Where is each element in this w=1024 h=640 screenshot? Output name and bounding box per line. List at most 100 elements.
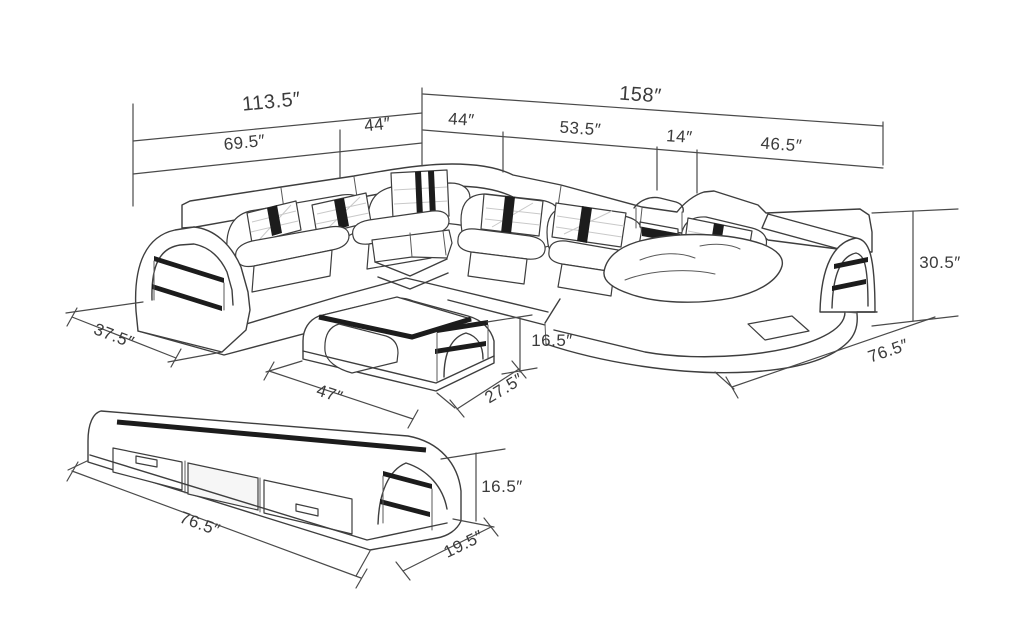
sofa-right-arm	[761, 213, 876, 313]
dim-line-right-depth	[731, 316, 936, 388]
dim-coffee-height: 16.5″	[531, 331, 573, 350]
tick	[511, 360, 527, 379]
tick	[66, 461, 79, 482]
dim-tv-height: 16.5″	[481, 477, 523, 496]
pillow-stripe	[577, 206, 592, 243]
tv-shelf-2	[380, 499, 430, 517]
chaise-platform	[544, 298, 878, 374]
dim-sofa-left-seg-0: 69.5″	[223, 131, 266, 154]
corner-front-lower	[377, 272, 449, 290]
ext-coffee-length-a	[265, 360, 303, 373]
corner-seat-seam	[409, 230, 447, 258]
dim-line-tv-depth	[402, 526, 492, 572]
tick	[66, 307, 78, 327]
dim-line-right-total	[422, 93, 884, 127]
ext-left-depth-b	[167, 351, 223, 363]
right-arm-shelf-2	[832, 279, 866, 291]
dim-sofa-right-total: 158″	[618, 83, 662, 108]
pillow-stripe	[428, 171, 436, 217]
tv-drawer-1	[112, 447, 183, 491]
seat-front-right-1	[467, 251, 528, 285]
ext-tv-length-b	[355, 550, 371, 577]
tv-inner-arch	[377, 462, 448, 525]
tick	[263, 361, 275, 381]
dim-line-left-total	[132, 112, 423, 142]
sectional-sofa	[134, 163, 878, 374]
apron-right	[447, 287, 549, 326]
tick	[449, 399, 465, 418]
tv-stand-top-edge	[116, 419, 427, 453]
dim-sofa-right-seg-1: 53.5″	[559, 118, 602, 140]
pillow-stripe	[501, 196, 515, 234]
ext-tv-length-a	[67, 460, 88, 471]
coffee-table-shelf-frame	[436, 324, 489, 382]
left-arm-shelf-frame	[153, 260, 225, 311]
drawer-handle	[135, 455, 158, 468]
dim-line-right-segments	[422, 129, 884, 169]
pillow-corner	[390, 169, 450, 220]
left-arm-shelf-1	[154, 256, 224, 283]
coffee-table	[302, 296, 495, 392]
seat-front-right-2	[557, 263, 615, 297]
seat-front-left-1	[251, 249, 333, 293]
dim-sofa-height: 30.5″	[919, 253, 961, 272]
dim-line-coffee-length	[268, 370, 414, 420]
pillow-stripe	[334, 198, 349, 229]
pillow-right-2	[551, 202, 627, 248]
dim-line-coffee-depth	[456, 368, 520, 410]
seat-cushion-left-1	[235, 225, 350, 268]
tick	[355, 568, 368, 589]
pillow-left-1	[246, 200, 302, 244]
tick	[725, 376, 739, 399]
tv-dividers	[184, 460, 261, 513]
drawer-handle	[295, 503, 319, 517]
tick	[407, 409, 419, 429]
dim-coffee-depth: 27.5″	[481, 369, 526, 407]
seat-cushion-left-2	[352, 210, 450, 245]
coffee-table-top-edge	[318, 314, 472, 340]
headrest-seam-2	[353, 176, 358, 198]
tv-plinth	[89, 454, 448, 541]
platform-light-panel	[747, 315, 810, 341]
dim-line-left-segments	[132, 142, 423, 175]
dim-tv-length: 76.5″	[177, 508, 223, 540]
sofa-left-arm	[134, 226, 251, 353]
pillow-right-1	[480, 193, 544, 237]
coffee-table-shelf-2	[435, 341, 486, 354]
coffee-table-plinth	[302, 350, 495, 384]
ext-left-depth-a	[65, 301, 144, 314]
tick	[395, 561, 411, 581]
dim-sofa-left-total: 113.5″	[241, 88, 301, 116]
dim-sofa-left-seg-1: 44″	[363, 114, 391, 136]
tick	[170, 348, 182, 368]
dim-sofa-right-seg-3: 46.5″	[760, 134, 803, 156]
dimension-annotations: 113.5″ 69.5″ 44″ 158″ 44″ 53.5″ 14″ 46.5…	[65, 83, 961, 589]
dim-sofa-left-depth: 37.5″	[91, 320, 137, 353]
dim-sofa-right-depth: 76.5″	[865, 335, 911, 367]
tick-coffee-height-top	[486, 314, 533, 323]
dim-line-left-depth	[71, 316, 177, 359]
dim-sofa-right-seg-0: 44″	[448, 109, 476, 130]
tv-stand	[87, 410, 462, 551]
coffee-table-inner-arch	[443, 332, 484, 378]
pillow-stripe	[267, 205, 282, 236]
tv-shelf-frame	[382, 475, 433, 531]
tick-tv-height-bottom	[452, 518, 495, 528]
tv-open-shelf	[187, 462, 259, 511]
ext-coffee-depth	[436, 392, 456, 409]
dim-line-tv-length	[71, 470, 362, 579]
coffee-table-shelf-1	[437, 320, 488, 333]
dim-sofa-right-seg-2: 14″	[666, 126, 694, 147]
tick-tv-height-top	[440, 448, 506, 460]
left-arm-shelf-2	[152, 284, 222, 311]
tv-drawer-2	[263, 479, 353, 535]
seat-cushion-right-1	[457, 228, 546, 260]
apron-left-top	[225, 277, 449, 331]
pillow-stripe	[415, 171, 423, 218]
dim-coffee-length: 47″	[314, 381, 345, 407]
chaise-cushion	[603, 233, 784, 303]
tick-height-top	[871, 208, 959, 214]
tick-height-bottom	[871, 315, 959, 327]
